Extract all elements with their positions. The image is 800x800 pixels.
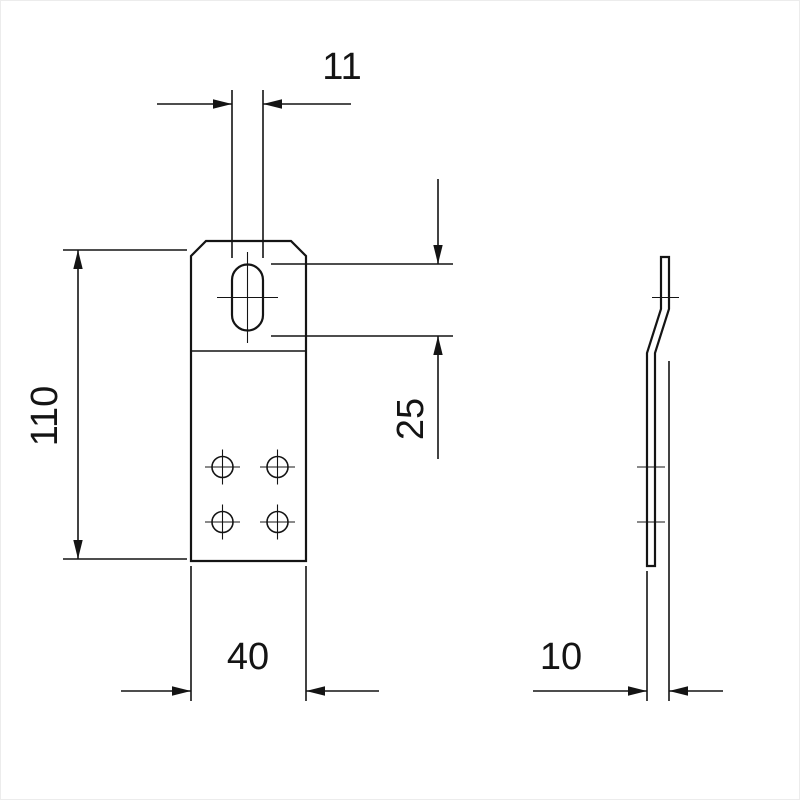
arrowhead-left-icon [669,686,688,696]
arrowhead-right-icon [172,686,191,696]
dim-label-slot-length: 25 [390,398,432,440]
arrowhead-right-icon [628,686,647,696]
dim-label-thickness: 10 [540,636,582,678]
side-view-group [637,255,679,568]
slot-hole [230,263,265,332]
dim-label-width: 40 [227,636,269,678]
arrowhead-up-icon [433,336,443,355]
side-profile [645,255,671,568]
dim-height: 110 [24,249,187,560]
hole-bottom-left [205,504,240,540]
hole-top-right [260,449,295,485]
dim-slot-length: 25 [271,179,453,459]
hole-bottom-right [260,504,295,540]
hole-top-left [205,449,240,485]
arrowhead-down-icon [73,540,83,559]
front-view-group [189,239,308,563]
arrowhead-left-icon [306,686,325,696]
arrowhead-left-icon [263,99,282,109]
arrowhead-right-icon [213,99,232,109]
dim-thickness: 10 [533,361,723,701]
dim-label-slot-width: 11 [322,46,361,88]
dim-slot-width: 11 [157,46,362,258]
dim-label-height: 110 [24,386,66,447]
dim-width: 40 [121,566,379,701]
arrowhead-down-icon [433,245,443,264]
arrowhead-up-icon [73,250,83,269]
bracket-outline [189,239,308,563]
